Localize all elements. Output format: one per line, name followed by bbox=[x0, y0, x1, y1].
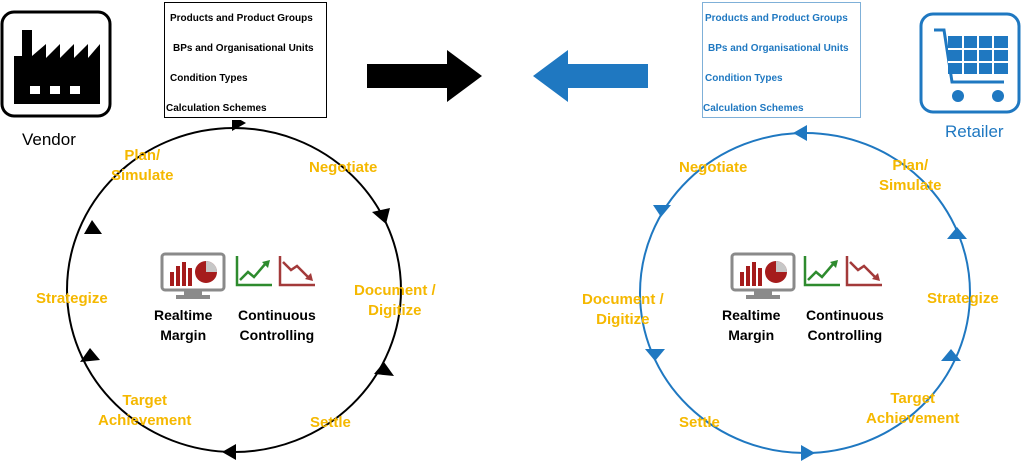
retailer-stage-document-digitize: Document / Digitize bbox=[582, 291, 664, 328]
retailer-stage-strategize: Strategize bbox=[927, 290, 999, 307]
vendor-continuous-controlling: Continuous Controlling bbox=[238, 307, 316, 343]
retailer-master-item-bps: BPs and Organisational Units bbox=[708, 43, 849, 54]
vendor-master-data-box: Products and Product Groups BPs and Orga… bbox=[164, 2, 327, 118]
retailer-realtime-margin: Realtime Margin bbox=[722, 307, 781, 343]
trend-up-icon bbox=[803, 256, 840, 287]
vendor-stage-settle: Settle bbox=[310, 414, 351, 431]
retailer-stage-target-achievement: Target Achievement bbox=[866, 390, 960, 427]
retailer-cycle-ring bbox=[639, 125, 971, 461]
retailer-master-item-products: Products and Product Groups bbox=[705, 13, 848, 24]
vendor-master-item-bps: BPs and Organisational Units bbox=[173, 43, 314, 54]
retailer-master-data-box: Products and Product Groups BPs and Orga… bbox=[702, 2, 861, 118]
retailer-continuous-controlling: Continuous Controlling bbox=[806, 307, 884, 343]
retailer-master-item-conditions: Condition Types bbox=[705, 73, 783, 84]
retailer-stage-settle: Settle bbox=[679, 414, 720, 431]
shopping-cart-icon bbox=[919, 12, 1021, 114]
vendor-realtime-margin: Realtime Margin bbox=[154, 307, 213, 343]
monitor-chart-icon bbox=[160, 252, 226, 299]
trend-up-icon bbox=[235, 256, 272, 287]
vendor-stage-strategize: Strategize bbox=[36, 290, 108, 307]
vendor-stage-document-digitize: Document / Digitize bbox=[354, 282, 436, 319]
retailer-master-item-calc: Calculation Schemes bbox=[703, 103, 804, 114]
arrow-right-icon bbox=[367, 50, 482, 102]
vendor-label: Vendor bbox=[22, 130, 76, 149]
trend-down-icon bbox=[278, 256, 315, 287]
vendor-stage-target-achievement: Target Achievement bbox=[98, 392, 192, 429]
monitor-chart-icon bbox=[730, 252, 796, 299]
vendor-master-item-conditions: Condition Types bbox=[170, 73, 248, 84]
retailer-stage-plan-simulate: Plan/ Simulate bbox=[879, 157, 942, 194]
vendor-cycle-ring bbox=[66, 120, 402, 460]
vendor-master-item-calc: Calculation Schemes bbox=[166, 103, 267, 114]
vendor-master-item-products: Products and Product Groups bbox=[170, 13, 313, 24]
arrow-left-icon bbox=[533, 50, 648, 102]
vendor-stage-negotiate: Negotiate bbox=[309, 159, 378, 176]
retailer-stage-negotiate: Negotiate bbox=[679, 159, 748, 176]
retailer-label: Retailer bbox=[945, 122, 1004, 141]
vendor-stage-plan-simulate: Plan/ Simulate bbox=[111, 147, 174, 184]
trend-down-icon bbox=[845, 256, 882, 287]
factory-icon bbox=[0, 10, 112, 118]
